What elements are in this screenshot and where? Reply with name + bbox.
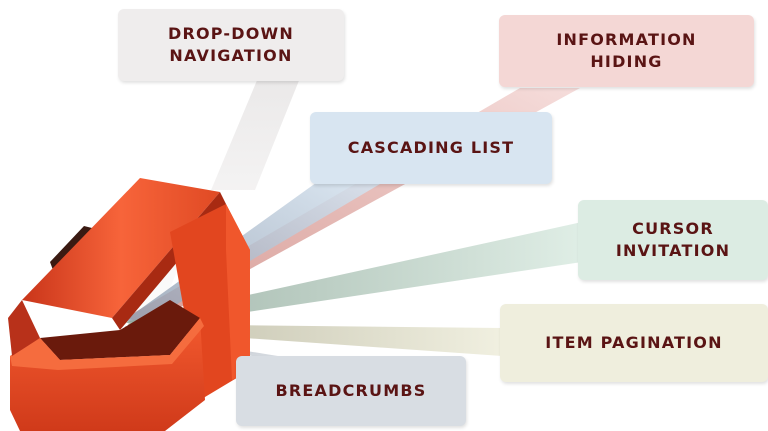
- label-information-hiding: INFORMATION HIDING: [556, 30, 697, 71]
- label-cursor-invitation: CURSOR INVITATION: [615, 219, 731, 260]
- label-dropdown-navigation: DROP-DOWN NAVIGATION: [167, 24, 294, 65]
- toolbox-illustration: [8, 178, 250, 431]
- label-box-information-hiding: INFORMATION HIDING: [499, 15, 754, 87]
- label-breadcrumbs: BREADCRUMBS: [275, 381, 427, 400]
- toolbox-rear-flap: [8, 300, 40, 356]
- label-cascading-list: CASCADING LIST: [347, 138, 515, 157]
- toolbox-side-shade: [226, 204, 250, 380]
- toolbox-front-lip: [10, 318, 204, 370]
- toolbox-lid-top: [22, 178, 220, 318]
- label-box-cascading-list: CASCADING LIST: [310, 112, 552, 184]
- label-box-breadcrumbs: BREADCRUMBS: [236, 356, 466, 426]
- label-box-item-pagination: ITEM PAGINATION: [500, 304, 768, 382]
- toolbox-interior: [40, 300, 200, 360]
- label-box-dropdown-navigation: DROP-DOWN NAVIGATION: [118, 9, 344, 81]
- toolbox-front: [10, 318, 205, 431]
- label-item-pagination: ITEM PAGINATION: [545, 333, 723, 352]
- label-box-cursor-invitation: CURSOR INVITATION: [578, 200, 768, 280]
